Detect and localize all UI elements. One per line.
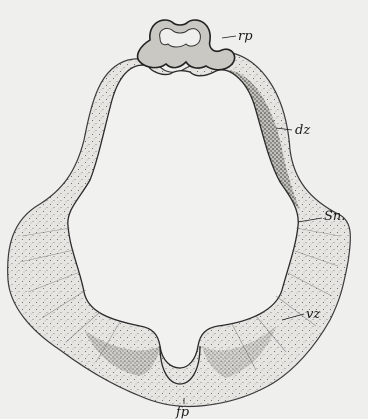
- label-vz: vz: [306, 307, 320, 322]
- label-fp: fp: [175, 405, 190, 419]
- label-rp: rp: [238, 29, 253, 44]
- label-sn: Sn.: [324, 209, 345, 224]
- roof-plate: [138, 20, 235, 70]
- label-dz: dz: [295, 123, 310, 138]
